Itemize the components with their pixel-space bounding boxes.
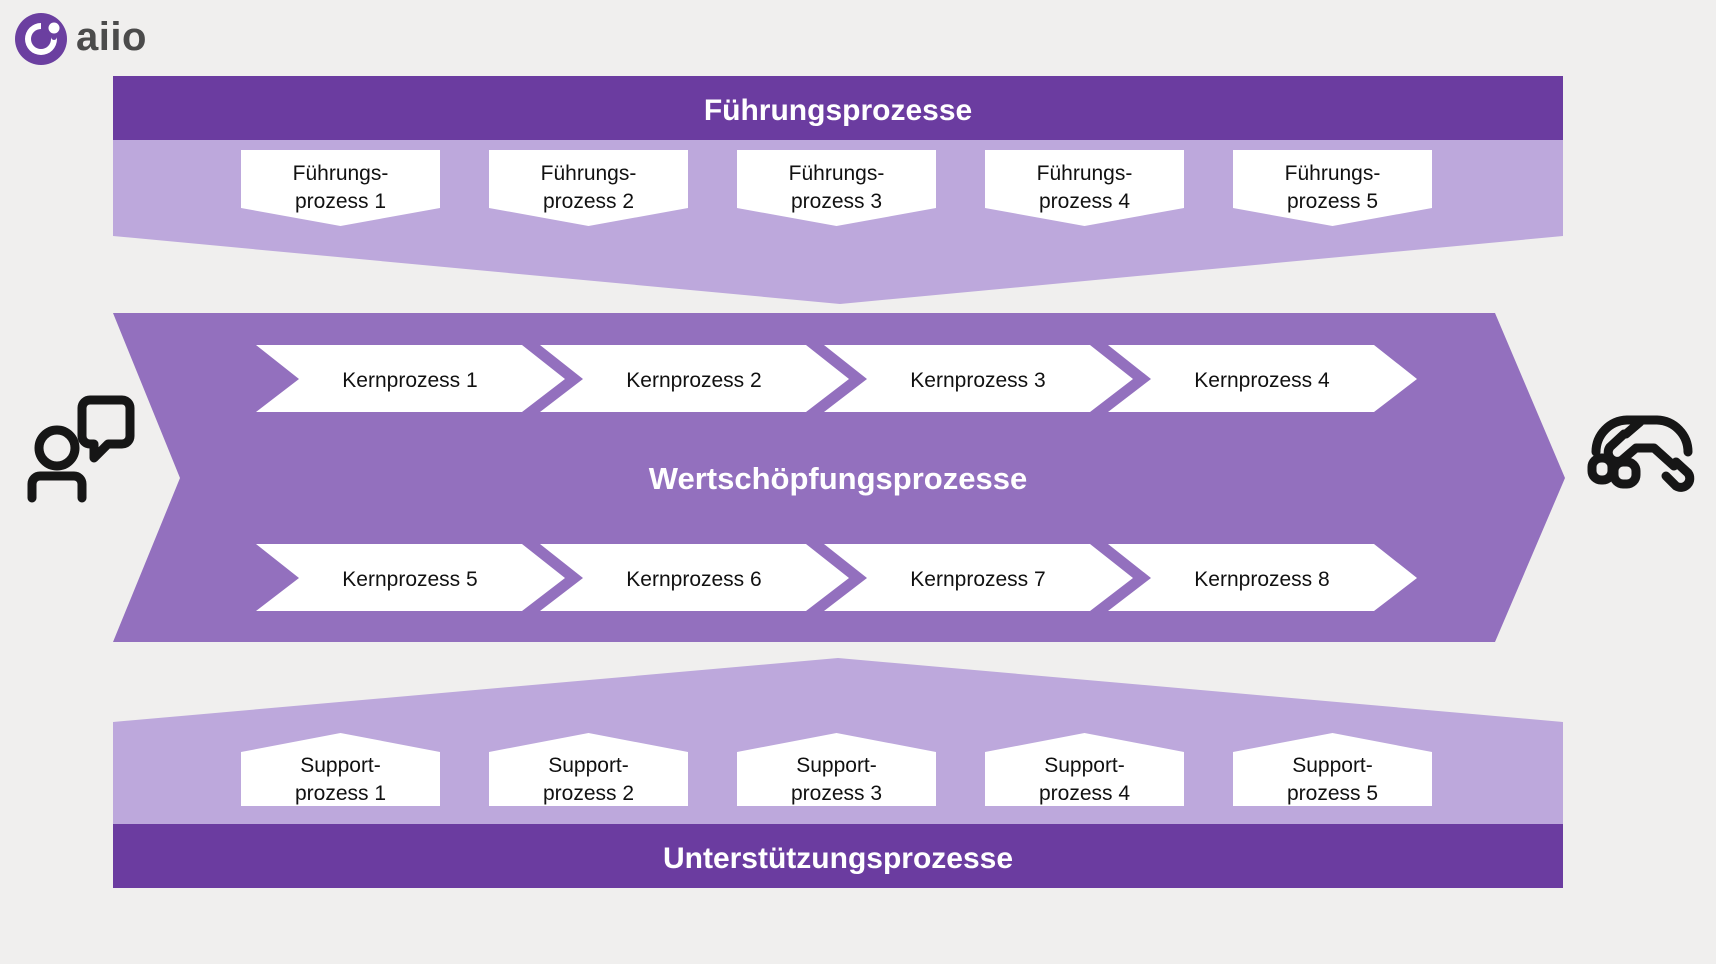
core-process-chevron[interactable]: Kernprozess 3	[824, 345, 1133, 412]
management-card-label-line2: prozess 5	[1287, 190, 1378, 213]
support-band-title: Unterstützungsprozesse	[663, 842, 1013, 875]
management-card-label-line1: Führungs-	[293, 162, 389, 185]
management-card[interactable]: Führungs- prozess 2	[489, 150, 688, 226]
management-card[interactable]: Führungs- prozess 4	[985, 150, 1184, 226]
core-process-chevron-label: Kernprozess 2	[626, 369, 761, 392]
core-process-arrow: Kernprozess 1 Kernprozess 2 Kernprozess …	[113, 313, 1565, 642]
management-card-label-line1: Führungs-	[1037, 162, 1133, 185]
support-card-label-line2: prozess 1	[295, 782, 386, 805]
aiio-circle-logo-icon	[15, 13, 67, 65]
core-process-chevron-label: Kernprozess 8	[1194, 568, 1329, 591]
core-process-chevron[interactable]: Kernprozess 1	[256, 345, 565, 412]
support-card[interactable]: Support- prozess 2	[489, 733, 688, 806]
management-card-label-line1: Führungs-	[789, 162, 885, 185]
support-card-label-line1: Support-	[1292, 754, 1373, 777]
support-card[interactable]: Support- prozess 5	[1233, 733, 1432, 806]
management-band: Führungsprozesse Führungs- prozess 1 Füh…	[113, 76, 1563, 304]
core-process-chevron[interactable]: Kernprozess 5	[256, 544, 565, 611]
support-card[interactable]: Support- prozess 3	[737, 733, 936, 806]
support-card-label-line1: Support-	[300, 754, 381, 777]
core-process-chevron[interactable]: Kernprozess 2	[540, 345, 849, 412]
support-band-header	[113, 824, 1563, 888]
support-band: Unterstützungsprozesse Support- prozess …	[113, 658, 1563, 888]
management-card-label-line2: prozess 4	[1039, 190, 1130, 213]
support-card-label-line2: prozess 2	[543, 782, 634, 805]
management-card-label-line2: prozess 1	[295, 190, 386, 213]
core-process-chevron[interactable]: Kernprozess 4	[1108, 345, 1417, 412]
core-process-chevron-label: Kernprozess 7	[910, 568, 1045, 591]
support-card-label-line1: Support-	[1044, 754, 1125, 777]
core-process-chevron-label: Kernprozess 1	[342, 369, 477, 392]
support-card-label-line1: Support-	[548, 754, 629, 777]
management-band-header	[113, 76, 1563, 140]
support-card-label-line2: prozess 4	[1039, 782, 1130, 805]
management-card[interactable]: Führungs- prozess 3	[737, 150, 936, 226]
core-process-chevron-label: Kernprozess 3	[910, 369, 1045, 392]
brand-logo: aiio	[14, 12, 147, 66]
core-band-title: Wertschöpfungsprozesse	[649, 461, 1027, 496]
core-process-chevron-label: Kernprozess 6	[626, 568, 761, 591]
core-process-chevron[interactable]: Kernprozess 6	[540, 544, 849, 611]
support-card-label-line1: Support-	[796, 754, 877, 777]
management-card[interactable]: Führungs- prozess 1	[241, 150, 440, 226]
management-card-label-line1: Führungs-	[1285, 162, 1381, 185]
management-card[interactable]: Führungs- prozess 5	[1233, 150, 1432, 226]
support-card[interactable]: Support- prozess 1	[241, 733, 440, 806]
management-card-label-line2: prozess 2	[543, 190, 634, 213]
core-process-chevron-label: Kernprozess 5	[342, 568, 477, 591]
support-card[interactable]: Support- prozess 4	[985, 733, 1184, 806]
management-card-label-line2: prozess 3	[791, 190, 882, 213]
core-process-chevron-label: Kernprozess 4	[1194, 369, 1330, 392]
management-band-title: Führungsprozesse	[704, 94, 972, 127]
customer-satisfaction-icon	[1587, 415, 1695, 492]
core-process-chevron[interactable]: Kernprozess 8	[1108, 544, 1417, 611]
brand-wordmark: aiio	[76, 15, 147, 59]
management-card-label-line1: Führungs-	[541, 162, 637, 185]
core-process-chevron[interactable]: Kernprozess 7	[824, 544, 1133, 611]
customer-requirements-icon	[27, 395, 135, 503]
support-card-label-line2: prozess 5	[1287, 782, 1378, 805]
support-card-label-line2: prozess 3	[791, 782, 882, 805]
